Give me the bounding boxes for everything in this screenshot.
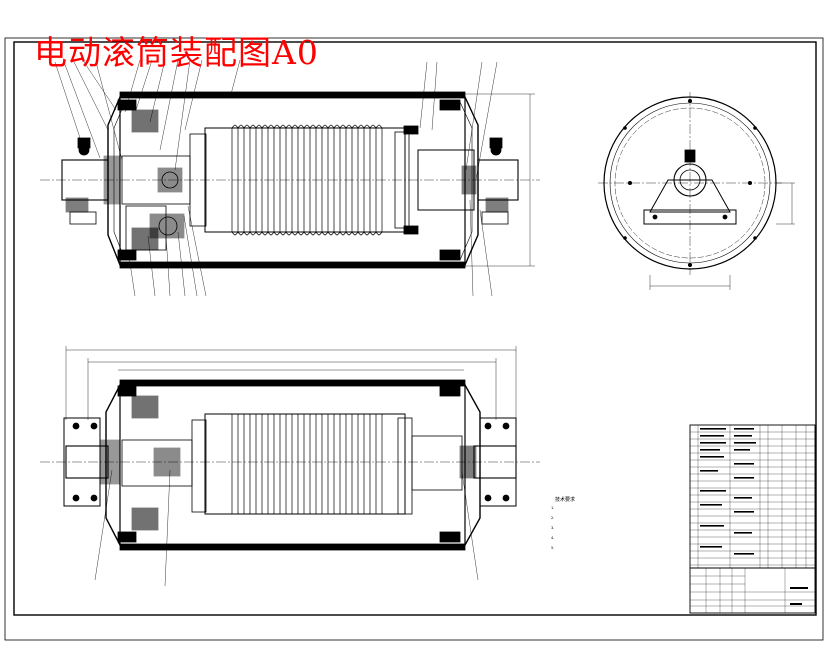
bottom-section-view	[40, 346, 540, 587]
top-section-view	[40, 59, 540, 297]
tech-requirements-heading: 技术要求	[555, 497, 576, 503]
tech-requirement-item: 1.	[551, 506, 555, 510]
outer-frame	[4, 37, 824, 641]
side-view	[598, 92, 795, 290]
tech-requirement-item: 4.	[551, 536, 555, 540]
title-block	[689, 424, 816, 614]
inner-frame	[13, 41, 817, 616]
tech-requirement-item: 5.	[551, 546, 555, 550]
tech-requirement-item: 3.	[551, 526, 555, 530]
tech-requirement-item: 2.	[551, 516, 555, 520]
drawing-title: 电动滚筒装配图A0	[34, 33, 319, 72]
